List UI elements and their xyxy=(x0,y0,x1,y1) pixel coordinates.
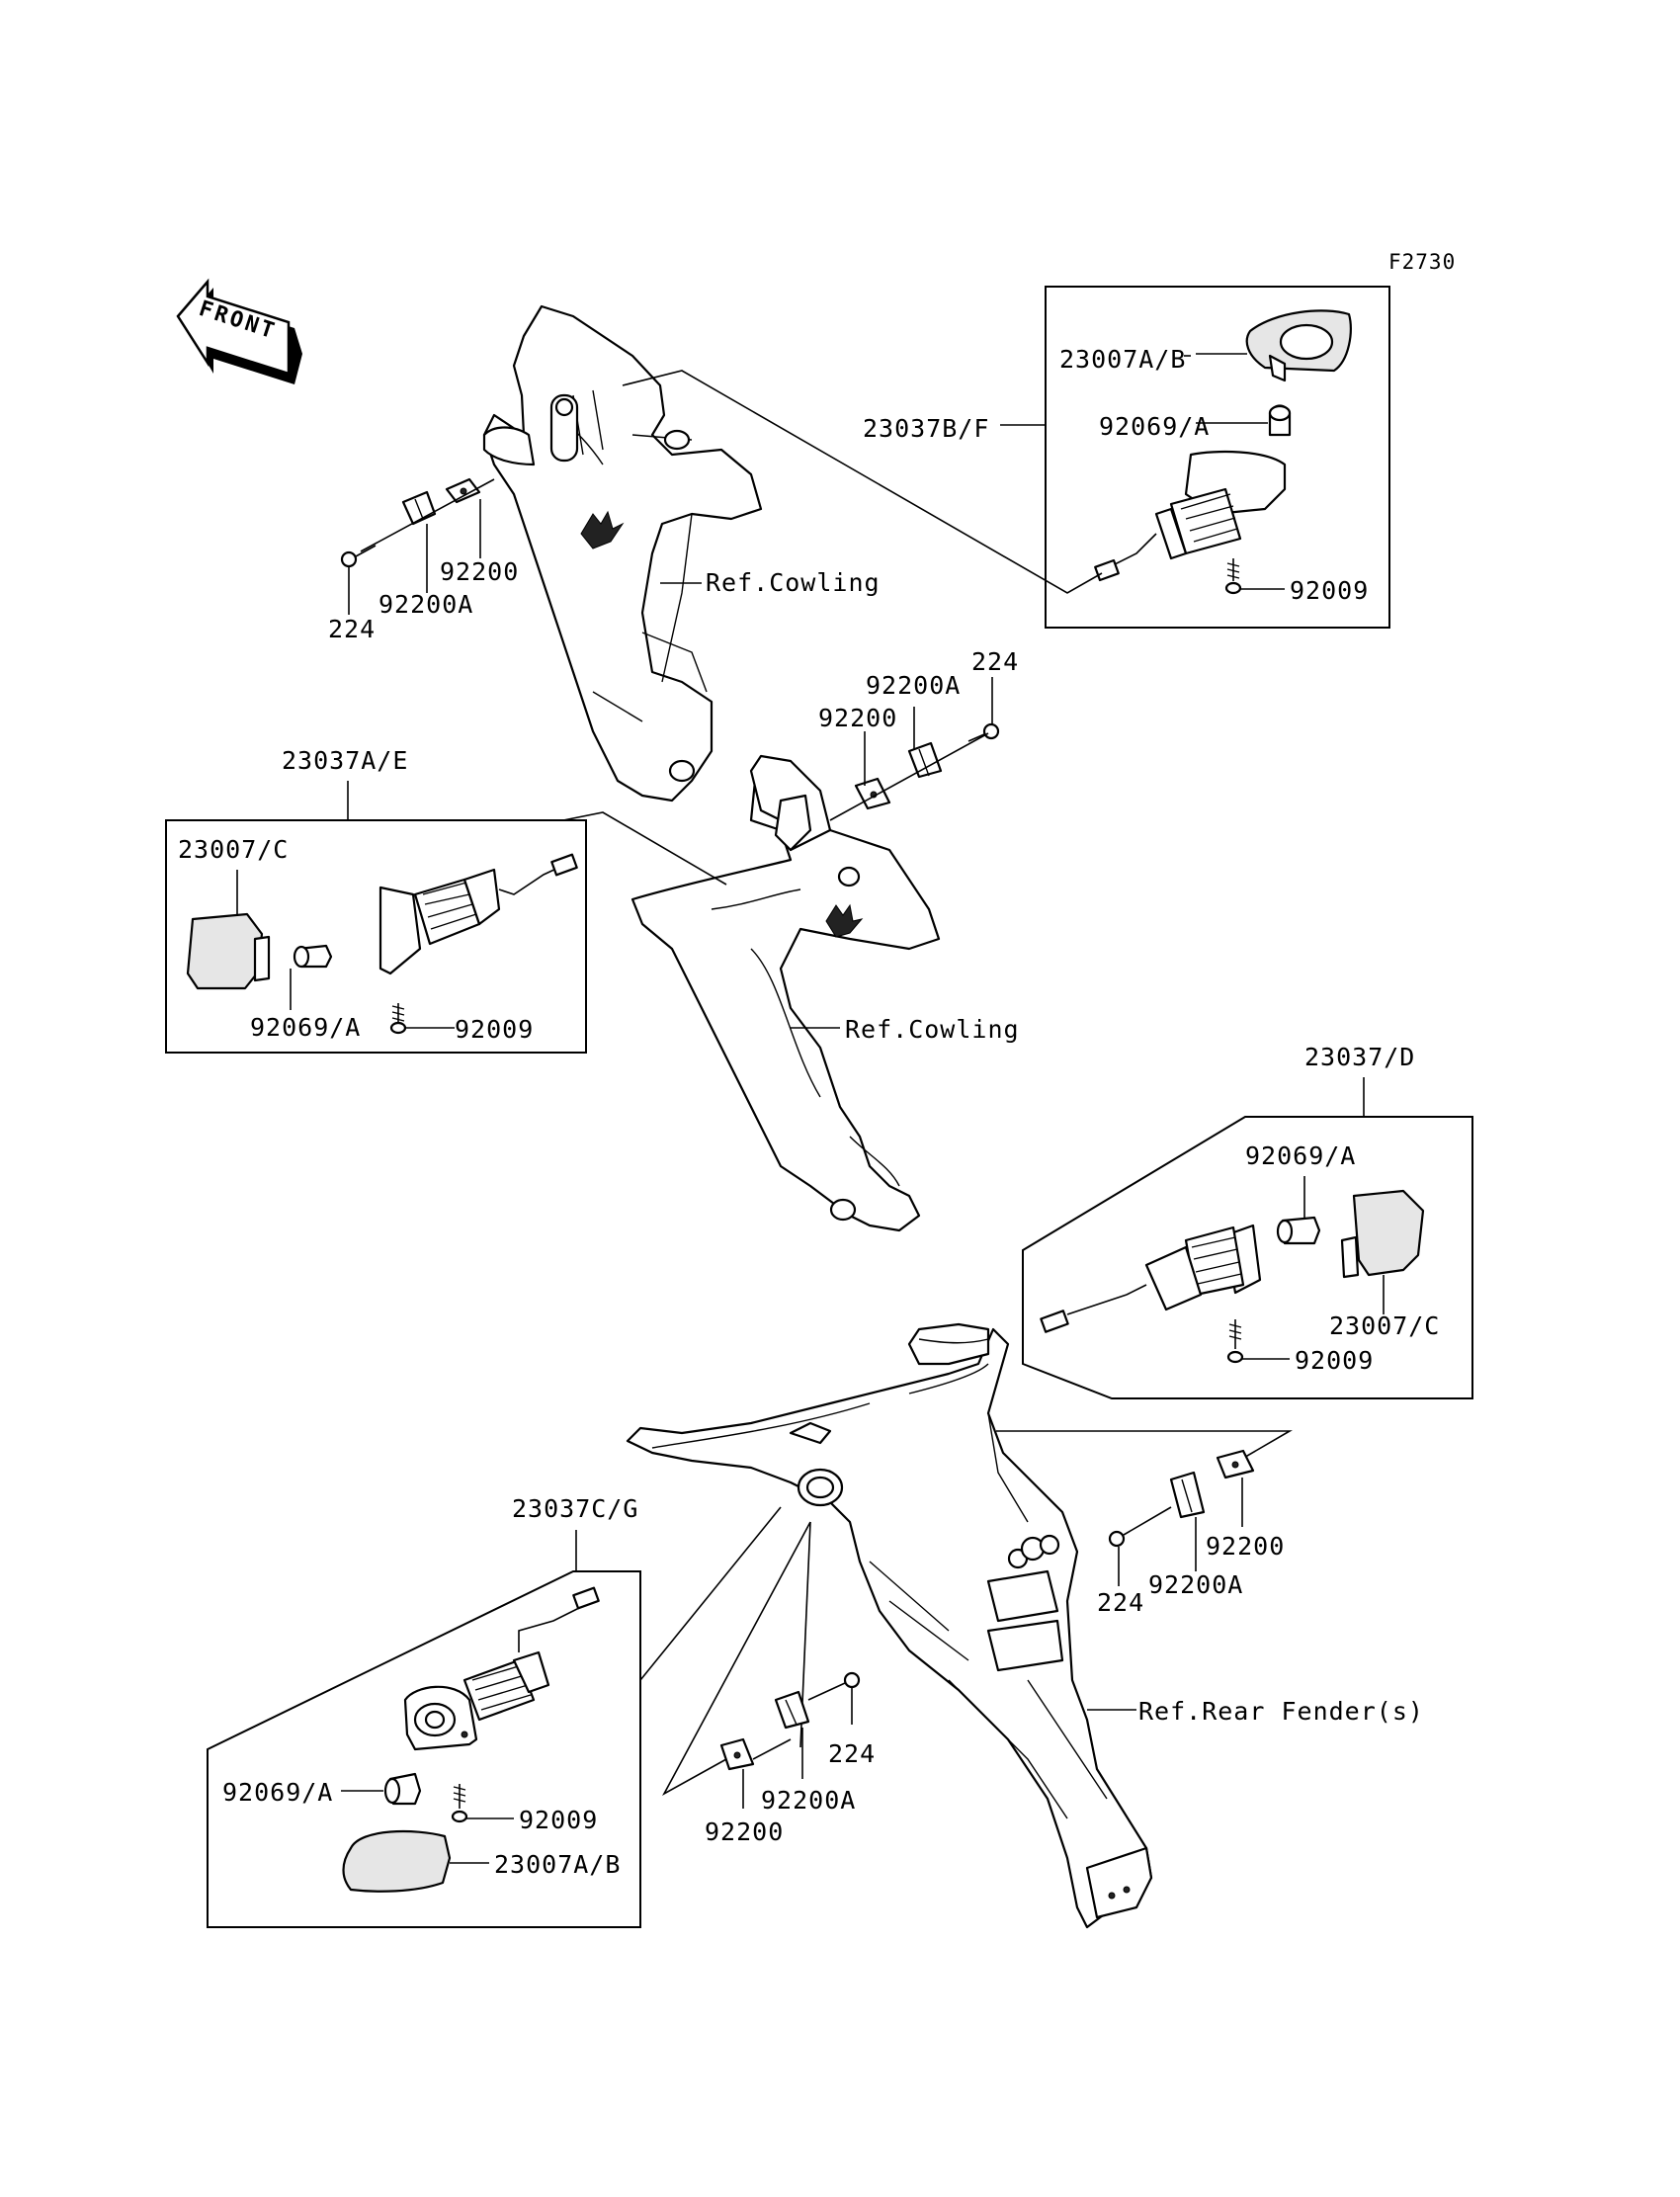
front-right-signal-box xyxy=(1045,286,1390,629)
label-upper-bolt: 224 xyxy=(328,615,376,643)
label-upper-plate: 92200 xyxy=(440,557,519,586)
front-arrow-icon: FRONT xyxy=(176,278,302,384)
rr-bracket-part xyxy=(1169,1471,1206,1519)
upper-bolt-part xyxy=(340,545,377,568)
rear-left-screw-part xyxy=(451,1784,468,1823)
label-front-right-bulb: 92069/A xyxy=(1099,412,1210,441)
label-rr-bracket: 92200A xyxy=(1148,1570,1243,1599)
label-mid-bolt: 224 xyxy=(971,647,1019,676)
rear-right-signal-body-part xyxy=(1040,1224,1262,1333)
label-rear-left-group: 23037C/G xyxy=(512,1494,638,1523)
front-right-lens-part xyxy=(1245,309,1352,382)
label-ref-cowling-upper: Ref.Cowling xyxy=(706,568,881,597)
label-front-right-screw: 92009 xyxy=(1290,576,1369,605)
front-right-bulb-part xyxy=(1268,404,1292,437)
front-left-screw-part xyxy=(389,1003,407,1035)
label-front-left-lens: 23007/C xyxy=(178,835,289,864)
label-rl-plate: 92200 xyxy=(705,1817,784,1846)
rear-right-signal-box xyxy=(1022,1116,1473,1399)
label-front-left-group: 23037A/E xyxy=(282,746,408,775)
front-left-signal-body-part xyxy=(378,853,578,975)
rl-bolt-part xyxy=(807,1671,861,1701)
label-rr-plate: 92200 xyxy=(1206,1532,1285,1561)
label-upper-bracket: 92200A xyxy=(378,590,473,619)
label-rear-left-screw: 92009 xyxy=(519,1806,598,1834)
label-rl-bolt: 224 xyxy=(828,1739,876,1768)
rr-bolt-part xyxy=(1108,1506,1172,1548)
mid-cowling-part xyxy=(630,754,941,1232)
rear-fender-part xyxy=(626,1322,1153,1929)
label-rl-bracket: 92200A xyxy=(761,1786,856,1815)
rr-plate-part xyxy=(1216,1449,1255,1479)
upper-cowling-part xyxy=(482,304,763,803)
label-rear-right-lens: 23007/C xyxy=(1329,1311,1440,1340)
rear-right-screw-part xyxy=(1226,1319,1244,1364)
label-mid-plate: 92200 xyxy=(818,704,897,732)
label-rear-right-group: 23037/D xyxy=(1304,1043,1415,1071)
rear-left-signal-body-part xyxy=(403,1586,600,1751)
label-front-left-bulb: 92069/A xyxy=(250,1013,361,1042)
rear-left-lens-part xyxy=(342,1829,452,1893)
rear-right-lens-part xyxy=(1340,1189,1425,1279)
label-front-right-group: 23037B/F xyxy=(863,414,989,443)
rl-bracket-part xyxy=(774,1690,810,1730)
mid-bolt-part xyxy=(967,722,1000,742)
label-rear-right-bulb: 92069/A xyxy=(1245,1141,1356,1170)
label-ref-rear-fender: Ref.Rear Fender(s) xyxy=(1138,1697,1424,1726)
label-rr-bolt: 224 xyxy=(1097,1588,1144,1617)
mid-bracket-part xyxy=(907,741,943,779)
label-rear-left-bulb: 92069/A xyxy=(222,1778,333,1807)
label-rear-left-lens: 23007A/B xyxy=(494,1850,621,1879)
front-right-screw-part xyxy=(1224,558,1242,595)
label-rear-right-screw: 92009 xyxy=(1295,1346,1374,1375)
label-ref-cowling-mid: Ref.Cowling xyxy=(845,1015,1020,1044)
front-left-bulb-part xyxy=(293,944,333,969)
label-front-right-lens: 23007A/B xyxy=(1059,345,1186,374)
rear-left-signal-box xyxy=(207,1570,641,1928)
upper-plate-part xyxy=(445,477,481,504)
front-right-signal-body-part xyxy=(1094,450,1287,582)
label-mid-bracket: 92200A xyxy=(866,671,961,700)
front-left-signal-box xyxy=(165,819,587,1054)
rl-plate-part xyxy=(719,1737,755,1771)
rear-right-bulb-part xyxy=(1276,1216,1321,1245)
front-left-lens-part xyxy=(186,912,271,990)
rear-left-bulb-part xyxy=(383,1772,422,1806)
label-front-left-screw: 92009 xyxy=(455,1015,534,1044)
figure-code: F2730 xyxy=(1388,250,1456,274)
